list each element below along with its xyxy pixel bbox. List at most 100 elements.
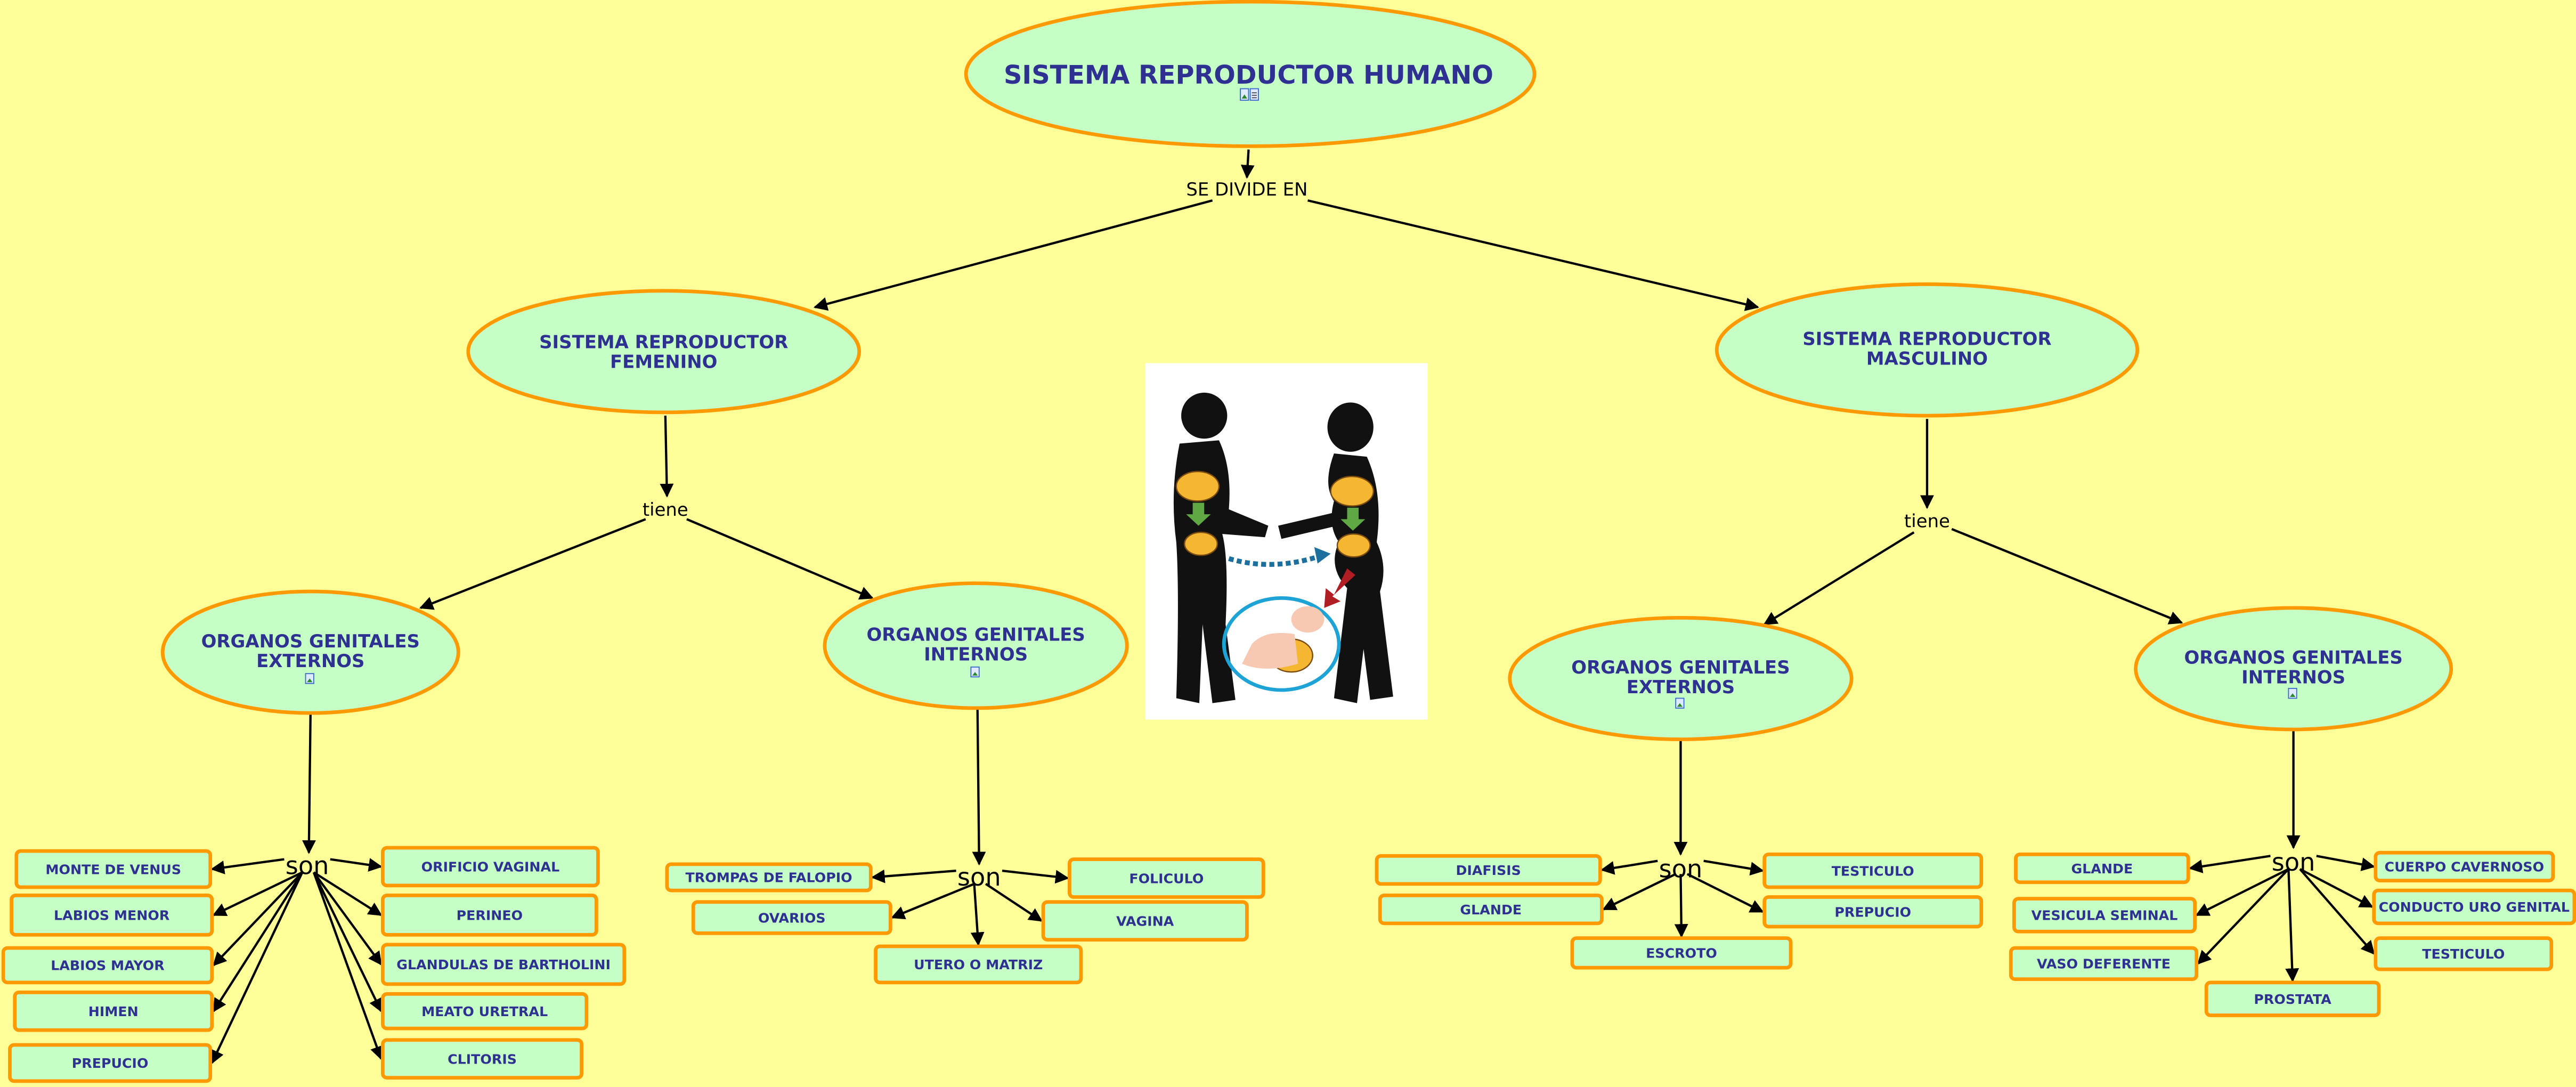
leaf-box-shape [874,944,1083,985]
leaf-concept-box[interactable]: VESICULA SEMINAL [2012,897,2197,934]
leaf-box-shape [1570,936,1793,970]
leaf-concept-box[interactable]: PREPUCIO [1762,895,1984,929]
connector-arrow [330,858,383,872]
connector-arrow [210,872,304,1065]
concept-node-fem-internos[interactable]: ORGANOS GENITALES INTERNOS [823,581,1129,710]
leaf-box-shape [1067,857,1265,899]
leaf-concept-box[interactable]: TESTICULO [2374,936,2554,971]
image-resource-icon[interactable] [305,673,314,684]
leaf-box-shape [2014,852,2190,885]
image-resource-icon[interactable] [1240,88,1249,101]
leaf-box-shape [381,1038,583,1080]
leaf-label: PREPUCIO [72,1056,149,1071]
concept-label-line: ORGANOS GENITALES [201,631,420,652]
concept-label-line: SISTEMA REPRODUCTOR [1802,329,2051,350]
leaf-concept-box[interactable]: TROMPAS DE FALOPIO [665,862,873,893]
root-concept-label: SISTEMA REPRODUCTOR HUMANO [1004,61,1493,90]
link-label-son: son [2272,848,2315,877]
connector-arrow [313,871,383,916]
leaf-concept-box[interactable]: OVARIOS [691,900,892,935]
leaf-concept-box[interactable]: LABIOS MENOR [10,894,214,937]
concept-node-sistema-masculino[interactable]: SISTEMA REPRODUCTOR MASCULINO [1714,282,2140,418]
leaf-concept-box[interactable]: PREPUCIO [8,1043,213,1083]
leaf-box-shape [14,849,213,889]
leaf-label: GLANDE [2071,861,2133,877]
leaf-box-shape [2012,897,2197,934]
leaf-concept-box[interactable]: CUERPO CAVERNOSO [2374,850,2555,883]
leaf-concept-box[interactable]: GLANDE [2014,852,2190,885]
image-resource-icon[interactable] [2288,687,2297,699]
connector-arrow [813,199,1213,311]
concept-node-sistema-femenino[interactable]: SISTEMA REPRODUCTOR FEMENINO [466,289,862,415]
leaf-concept-box[interactable]: CLITORIS [381,1038,583,1080]
leaf-box-shape [381,894,598,937]
leaf-concept-box[interactable]: LABIOS MAYOR [1,946,214,985]
connector-arrow [2299,868,2374,908]
connector-arrow [213,872,304,1012]
leaf-concept-box[interactable]: ORIFICIO VAGINAL [381,846,600,888]
leaf-concept-box[interactable]: TESTICULO [1762,852,1984,889]
leaf-box-shape [13,990,214,1032]
leaf-label: LABIOS MAYOR [51,958,164,974]
leaf-box-shape [381,846,600,888]
leaf-box-shape [381,992,589,1031]
leaf-label: CONDUCTO URO GENITAL [2379,899,2570,915]
image-resource-icon[interactable] [1675,697,1685,709]
leaf-box-shape [665,862,873,893]
leaf-label: HIMEN [88,1004,139,1019]
connector-arrow [302,715,316,854]
leaf-concept-box[interactable]: VAGINA [1041,900,1249,942]
leaf-label: TESTICULO [1832,863,1914,879]
leaf-label: VAGINA [1116,913,1174,929]
concept-node-fem-externos[interactable]: ORGANOS GENITALES EXTERNOS [160,589,460,715]
leaf-label: CUERPO CAVERNOSO [2385,859,2545,875]
link-label-tiene: tiene [643,499,688,520]
leaf-concept-box[interactable]: GLANDULAS DE BARTHOLINI [381,943,627,986]
connector-arrow [1703,859,1765,876]
leaf-box-shape [2374,850,2555,883]
concept-label-line: EXTERNOS [1627,677,1735,697]
link-label-son: son [957,863,1001,891]
connector-arrow [660,416,674,498]
connector-arrow [1307,199,1759,311]
leaf-concept-box[interactable]: GLANDE [1378,894,1604,926]
leaf-concept-box[interactable]: ESCROTO [1570,936,1793,970]
leaf-label: VASO DEFERENTE [2037,956,2171,972]
image-resource-icon[interactable] [970,666,980,678]
link-label-son: son [1659,855,1703,883]
woman-silhouette-icon [1278,402,1393,703]
leaf-label: PERINEO [457,908,523,923]
leaf-label: DIAFISIS [1456,863,1521,878]
link-label-se-divide-en: SE DIVIDE EN [1186,179,1307,200]
leaf-concept-box[interactable]: MONTE DE VENUS [14,849,213,889]
link-label-tiene: tiene [1904,511,1950,532]
leaf-label: MEATO URETRAL [421,1004,548,1019]
leaf-concept-box[interactable]: PROSTATA [2204,980,2381,1017]
leaf-concept-box[interactable]: CONDUCTO URO GENITAL [2372,888,2576,926]
concept-node-masc-externos[interactable]: ORGANOS GENITALES EXTERNOS [1508,615,1854,741]
leaf-box-shape [10,894,214,937]
connector-arrow [1951,528,2183,624]
leaf-boxes-layer: MONTE DE VENUS LABIOS MENOR LABIOS MAYOR HI… [1,846,2576,1083]
concept-node-masc-internos[interactable]: ORGANOS GENITALES INTERNOS [2134,606,2453,732]
connector-arrow [1763,531,1915,626]
leaf-concept-box[interactable]: FOLICULO [1067,857,1265,899]
root-concept-node[interactable]: SISTEMA REPRODUCTOR HUMANO [964,0,1537,148]
connector-arrow [313,872,383,1013]
womb-circle-icon [1222,596,1341,692]
leaf-concept-box[interactable]: MEATO URETRAL [381,992,589,1031]
leaf-box-shape [691,900,892,935]
document-resource-icon[interactable] [1249,88,1259,101]
leaf-concept-box[interactable]: VASO DEFERENTE [2009,946,2199,981]
concept-label-line: ORGANOS GENITALES [2184,647,2402,668]
leaf-concept-box[interactable]: DIAFISIS [1375,854,1602,886]
connector-arrow [985,883,1043,922]
leaf-box-shape [8,1043,213,1083]
concept-label-line: ORGANOS GENITALES [866,624,1085,645]
connector-arrow [1602,873,1677,911]
leaf-concept-box[interactable]: HIMEN [13,990,214,1032]
leaf-concept-box[interactable]: PERINEO [381,894,598,937]
leaf-concept-box[interactable]: UTERO O MATRIZ [874,944,1083,985]
arrow-head-icon [1314,547,1331,564]
